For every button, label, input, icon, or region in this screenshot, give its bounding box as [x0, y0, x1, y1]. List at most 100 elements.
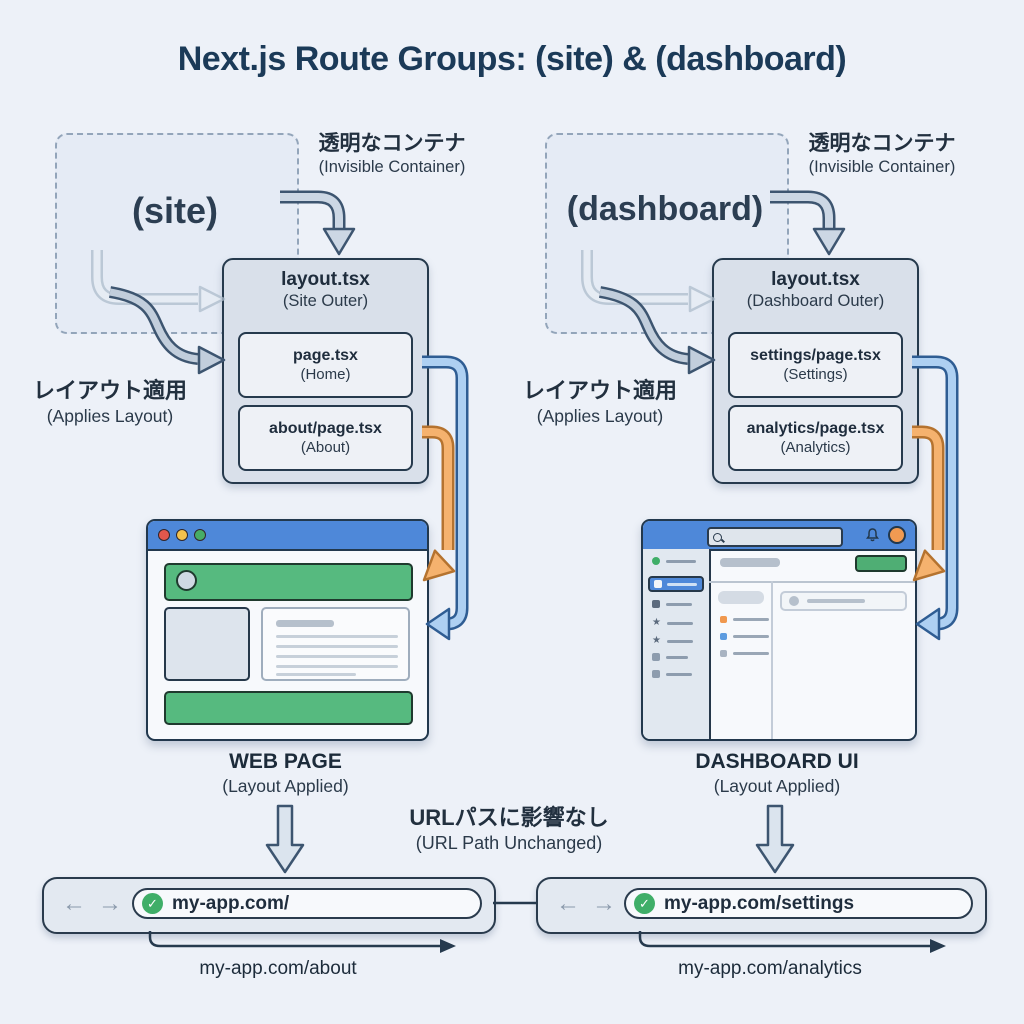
- file-name: page.tsx: [293, 347, 358, 364]
- file-name: about/page.tsx: [269, 420, 382, 437]
- list-item: [720, 616, 769, 623]
- secure-check-icon: ✓: [634, 893, 655, 914]
- caption-sub: (Layout Applied): [222, 776, 349, 796]
- gray-square-icon: [720, 650, 727, 657]
- caption-sub: (Layout Applied): [713, 776, 841, 796]
- site-alt-url: my-app.com/about: [199, 958, 357, 979]
- sidebar-item: ★: [652, 636, 693, 646]
- dashboard-alt-url: my-app.com/analytics: [678, 958, 862, 979]
- placeholder-line: [807, 599, 865, 603]
- dashboard-sidebar: ★ ★: [643, 549, 711, 739]
- site-page-home: page.tsx (Home): [238, 332, 413, 398]
- page-sidebar-placeholder: [164, 607, 250, 681]
- sidebar-item-active: [648, 576, 704, 592]
- url-unchanged-label: URLパスに影響なし (URL Path Unchanged): [384, 804, 634, 855]
- applies-layout-en: (Applies Layout): [536, 405, 664, 426]
- placeholder-line: [733, 635, 769, 638]
- invisible-container-jp: 透明なコンテナ: [318, 132, 466, 155]
- applies-layout-jp: レイアウト適用: [32, 378, 187, 403]
- dashboard-layout-card: layout.tsx (Dashboard Outer) settings/pa…: [712, 258, 919, 484]
- square-icon: [652, 600, 660, 608]
- file-desc: (Analytics): [780, 439, 851, 456]
- placeholder-line: [733, 618, 769, 621]
- site-down-arrow: [265, 804, 305, 874]
- web-page-window: [146, 519, 429, 741]
- sidebar-item: [652, 670, 692, 678]
- avatar: [888, 526, 906, 544]
- back-arrow-icon: ←: [556, 890, 580, 917]
- white-square-icon: [654, 580, 662, 588]
- forward-arrow-icon: →: [592, 890, 616, 917]
- dashboard-page-settings: settings/page.tsx (Settings): [728, 332, 903, 398]
- placeholder-line: [667, 582, 697, 586]
- placeholder-line: [276, 635, 398, 638]
- dashboard-url-text: my-app.com/settings: [664, 892, 855, 914]
- green-dot-icon: [652, 557, 660, 565]
- dashboard-url-bar: ← → ✓ my-app.com/settings: [536, 877, 987, 934]
- file-desc: (About): [300, 439, 351, 456]
- dashboard-url-field: ✓ my-app.com/settings: [624, 888, 973, 919]
- caption-main: WEB PAGE: [229, 750, 342, 773]
- dashboard-alt-url-arrow: [638, 931, 946, 953]
- site-page-about: about/page.tsx (About): [238, 405, 413, 471]
- close-dot-icon: [158, 529, 170, 541]
- dashboard-group-name: (dashboard): [566, 190, 764, 228]
- logo-circle-icon: [176, 570, 197, 591]
- square-icon: [652, 653, 660, 661]
- site-url-field: ✓ my-app.com/: [132, 888, 482, 919]
- blue-square-icon: [720, 633, 727, 640]
- file-name: analytics/page.tsx: [746, 420, 885, 437]
- back-arrow-icon: ←: [62, 890, 86, 917]
- invisible-container-en: (Invisible Container): [318, 158, 466, 177]
- site-url-bar: ← → ✓ my-app.com/: [42, 877, 496, 934]
- star-icon: ★: [652, 617, 661, 628]
- applies-layout-jp: レイアウト適用: [522, 378, 677, 403]
- sidebar-item: [652, 653, 688, 661]
- minimize-dot-icon: [176, 529, 188, 541]
- dashboard-down-arrow: [755, 804, 795, 874]
- placeholder-line: [666, 655, 688, 659]
- page-title-placeholder: [720, 558, 780, 567]
- file-desc: (Home): [300, 366, 351, 383]
- dashboard-applies-layout-label: レイアウト適用 (Applies Layout): [512, 377, 688, 427]
- placeholder-line: [733, 652, 769, 655]
- placeholder-line: [666, 672, 692, 676]
- url-unchanged-jp: URLパスに影響なし: [409, 805, 609, 830]
- traffic-light-icons: [158, 529, 206, 541]
- file-name: settings/page.tsx: [750, 347, 881, 364]
- browser-title-bar: [148, 521, 427, 551]
- square-icon: [652, 670, 660, 678]
- sidebar-item: ★: [652, 618, 693, 628]
- caption-main: DASHBOARD UI: [695, 750, 859, 773]
- placeholder-heading: [276, 620, 334, 627]
- dashboard-top-bar: [643, 521, 915, 551]
- site-invisible-container-label: 透明なコンテナ (Invisible Container): [300, 131, 484, 179]
- site-url-text: my-app.com/: [172, 892, 290, 914]
- dashboard-page-analytics: analytics/page.tsx (Analytics): [728, 405, 903, 471]
- divider: [709, 581, 915, 583]
- bell-icon: [866, 528, 879, 542]
- primary-action-button: [855, 555, 907, 572]
- list-item: [720, 650, 769, 657]
- dashboard-invisible-container-label: 透明なコンテナ (Invisible Container): [790, 131, 974, 179]
- site-alt-url-arrow: [148, 931, 456, 953]
- site-applies-layout-label: レイアウト適用 (Applies Layout): [22, 377, 198, 427]
- forward-arrow-icon: →: [98, 890, 122, 917]
- filter-pill-placeholder: [718, 591, 764, 604]
- site-group-name: (site): [131, 190, 218, 231]
- search-icon: [713, 532, 722, 542]
- orange-square-icon: [720, 616, 727, 623]
- sidebar-item: [652, 600, 692, 608]
- applies-layout-en: (Applies Layout): [46, 405, 174, 426]
- site-layout-desc: (Site Outer): [282, 292, 369, 310]
- placeholder-line: [276, 673, 356, 676]
- page-header-bar: [164, 563, 413, 601]
- search-input: [707, 527, 843, 547]
- placeholder-line: [666, 559, 696, 563]
- placeholder-line: [276, 645, 398, 648]
- dashboard-layout-desc: (Dashboard Outer): [746, 292, 885, 310]
- star-icon: ★: [652, 635, 661, 646]
- placeholder-line: [666, 602, 692, 606]
- page-content-card: [261, 607, 410, 681]
